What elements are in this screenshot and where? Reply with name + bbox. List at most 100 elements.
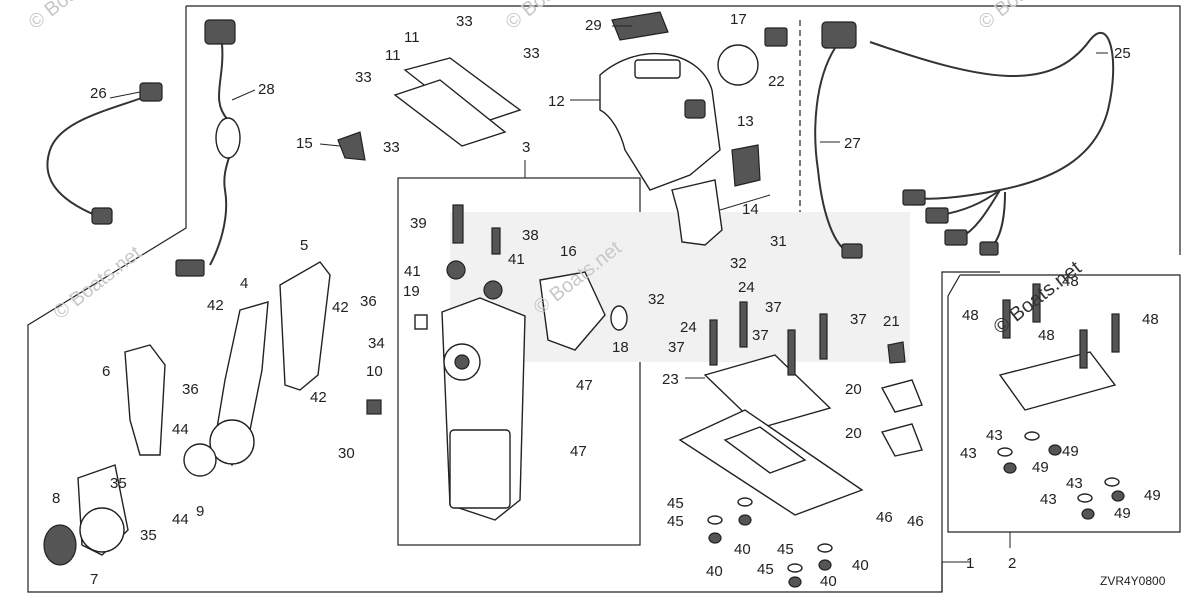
callout-46: 46 [907,513,924,530]
washers-nuts-45-40 [707,497,833,588]
callout-40: 40 [852,557,869,574]
callout-11: 11 [404,29,420,46]
part-41-b [483,280,503,300]
callout-44: 44 [172,511,189,528]
callout-40: 40 [706,563,723,580]
callout-40: 40 [734,541,751,558]
part-8 [43,524,77,566]
callout-1: 1 [966,555,974,572]
part-9 [183,443,217,477]
callout-36: 36 [182,381,199,398]
part-23 [703,354,832,429]
assembly-2-outline [947,274,1181,533]
callout-43: 43 [1066,475,1083,492]
callout-33: 33 [523,45,540,62]
part-29 [611,11,669,41]
part-20-a [880,379,923,413]
part-48-b [1032,283,1041,323]
callout-32: 32 [648,291,665,308]
part-15 [337,131,366,161]
washers-nuts-43-49 [997,431,1125,520]
callout-30: 30 [338,445,355,462]
callout-12: 12 [548,93,565,110]
callout-13: 13 [737,113,754,130]
part-27-harness [814,21,863,259]
callout-45: 45 [667,495,684,512]
part-2-frame [998,351,1117,411]
callout-35: 35 [110,475,127,492]
callout-48: 48 [1038,327,1055,344]
diagram-code: ZVR4Y0800 [1100,574,1166,588]
callout-7: 7 [90,571,98,588]
part-18 [610,305,628,331]
part-26-harness [46,82,163,225]
callout-28: 28 [258,81,275,98]
watermark-top-left: © Boats.net [25,0,121,34]
callout-46: 46 [876,509,893,526]
callout-48: 48 [1062,273,1079,290]
callout-2: 2 [1008,555,1016,572]
callout-10: 10 [366,363,383,380]
part-10 [366,399,382,415]
part-6 [124,344,166,456]
callout-40: 40 [820,573,837,590]
part-16 [539,271,606,351]
watermark-top-right: © Boats.net [975,0,1071,34]
callout-20: 20 [845,425,862,442]
part-21 [887,341,906,364]
callout-49: 49 [1062,443,1079,460]
callout-9: 9 [196,503,204,520]
part-7-ring [79,507,125,553]
callout-15: 15 [296,135,313,152]
base-plate-window [723,426,807,474]
callout-33: 33 [383,139,400,156]
shaded-background [450,212,910,362]
callout-5: 5 [300,237,308,254]
part-39 [452,204,464,244]
callout-42: 42 [310,389,327,406]
callout-36: 36 [360,293,377,310]
part-37-c [787,329,796,376]
callout-43: 43 [1040,491,1057,508]
callout-33: 33 [355,69,372,86]
part-41-a [446,260,466,280]
callout-48: 48 [1142,311,1159,328]
callout-49: 49 [1114,505,1131,522]
callout-22: 22 [768,73,785,90]
part-12-cover [599,53,721,191]
watermark-top-mid: © Boats.net [502,0,598,34]
callout-49: 49 [1144,487,1161,504]
callout-17: 17 [730,11,747,28]
part-17 [717,44,759,86]
callout-41: 41 [404,263,421,280]
callout-6: 6 [102,363,110,380]
part-38 [491,227,501,255]
callout-34: 34 [368,335,385,352]
callout-11: 11 [385,47,401,64]
callout-42: 42 [207,297,224,314]
callout-44: 44 [172,421,189,438]
callout-45: 45 [777,541,794,558]
leader-lines [109,25,1108,563]
part-48-d [1111,313,1120,353]
callout-41: 41 [508,251,525,268]
callout-37: 37 [765,299,782,316]
callout-49: 49 [1032,459,1049,476]
part-22 [764,27,788,47]
part-14 [671,179,723,246]
callout-48: 48 [962,307,979,324]
callout-47: 47 [576,377,593,394]
callout-26: 26 [90,85,107,102]
part-37-a [709,319,718,366]
callout-3: 3 [522,139,530,156]
assembly-1-outline [27,5,1181,593]
callout-32: 32 [730,255,747,272]
callout-19: 19 [403,283,420,300]
part-4-lever-arm [209,301,269,467]
callout-21: 21 [883,313,900,330]
callout-25: 25 [1114,45,1131,62]
part-37-b [739,301,748,348]
callout-47: 47 [570,443,587,460]
callout-37: 37 [668,339,685,356]
